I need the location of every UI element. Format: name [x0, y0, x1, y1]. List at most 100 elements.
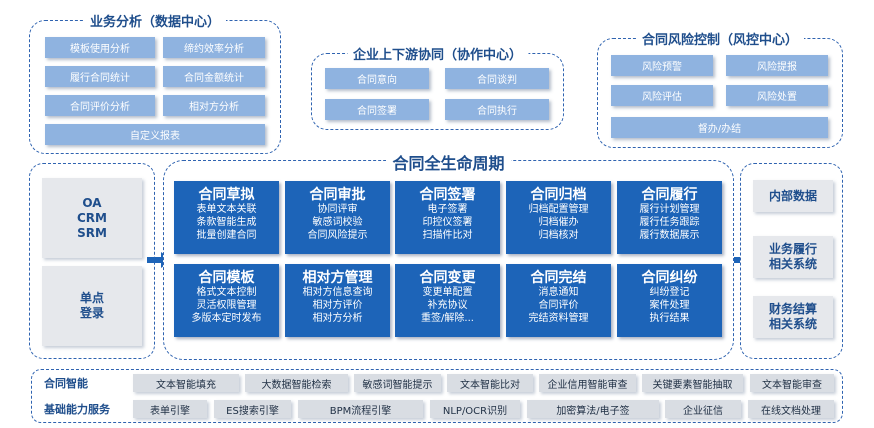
stage-title: 合同完结	[530, 270, 587, 286]
left-systems-panel: OA CRM SRM 单点 登录	[29, 163, 155, 359]
stage-title: 合同履行	[641, 187, 698, 203]
sso-line-1: 单点	[79, 291, 104, 305]
fulfill-systems-box[interactable]: 业务履行 相关系统	[753, 236, 833, 278]
stage-feature: 电子签署	[427, 204, 468, 215]
stage-9[interactable]: 合同纠纷纠纷登记案件处理执行结果	[617, 264, 722, 337]
stage-title: 合同纠纷	[641, 270, 698, 286]
foundation-item[interactable]: 加密算法/电子签	[527, 400, 659, 418]
system-crm: CRM	[77, 210, 107, 225]
stage-feature: 归档配置管理	[528, 204, 589, 215]
stage-feature: 归档核对	[538, 230, 579, 241]
foundation-item[interactable]: BPM流程引擎	[298, 400, 423, 418]
stage-title: 合同变更	[419, 270, 476, 286]
stage-feature: 表单文本关联	[196, 204, 257, 215]
lifecycle-title: 合同全生命周期	[386, 154, 511, 173]
stage-2[interactable]: 合同签署电子签署印控仪签署扫描件比对	[395, 181, 500, 254]
intelligence-item[interactable]: 关键要素智能抽取	[642, 374, 743, 392]
internal-data-box[interactable]: 内部数据	[753, 180, 833, 212]
foundation-item[interactable]: 表单引擎	[133, 400, 207, 418]
stage-feature: 变更单配置	[422, 287, 473, 298]
stage-title: 合同模板	[198, 270, 255, 286]
stage-title: 相对方管理	[302, 270, 373, 286]
stage-1[interactable]: 合同审批协同评审敏感词校验合同风险提示	[285, 181, 390, 254]
analysis-custom-report[interactable]: 自定义报表	[45, 124, 265, 145]
stage-5[interactable]: 合同模板格式文本控制灵活权限管理多版本定时发布	[174, 264, 279, 337]
fulfill-line-1: 业务履行	[768, 242, 817, 256]
stage-feature: 履行数据展示	[639, 230, 700, 241]
intelligence-item[interactable]: 大数据智能检索	[245, 374, 348, 392]
external-systems-box[interactable]: OA CRM SRM	[42, 178, 142, 258]
system-oa: OA	[82, 195, 102, 210]
risk-supervise[interactable]: 督办/办结	[611, 117, 828, 138]
foundation-item[interactable]: 在线文档处理	[748, 400, 834, 418]
foundation-label: 基础能力服务	[44, 403, 110, 416]
collab-title: 企业上下游协同（协作中心）	[346, 44, 529, 63]
stage-feature: 执行结果	[649, 313, 690, 324]
sso-line-2: 登录	[79, 306, 104, 320]
stage-feature: 条款智能生成	[196, 217, 257, 228]
intelligence-item[interactable]: 敏感词智能提示	[354, 374, 441, 392]
stage-3[interactable]: 合同归档归档配置管理归档催办归档核对	[506, 181, 611, 254]
risk-panel: 合同风险控制（风控中心） 风险预警 风险评估 风险提报 风险处置 督办/办结	[597, 29, 843, 148]
collab-item-execute[interactable]: 合同执行	[445, 99, 549, 120]
risk-item-warning[interactable]: 风险预警	[611, 55, 713, 76]
collab-item-sign[interactable]: 合同签署	[325, 99, 429, 120]
stage-8[interactable]: 合同完结消息通知合同评价完结资料管理	[506, 264, 611, 337]
collab-item-intent[interactable]: 合同意向	[325, 68, 429, 89]
stage-feature: 协同评审	[317, 204, 358, 215]
finance-systems-box[interactable]: 财务结算 相关系统	[753, 296, 833, 338]
stage-feature: 归档催办	[538, 217, 579, 228]
finance-line-1: 财务结算	[768, 302, 817, 316]
analysis-item-fulfilled-stats[interactable]: 履行合同统计	[45, 66, 155, 87]
stage-feature: 相对方评价	[312, 300, 363, 311]
risk-item-handle[interactable]: 风险处置	[726, 85, 828, 106]
analysis-item-template-usage[interactable]: 模板使用分析	[45, 37, 155, 58]
fulfill-line-2: 相关系统	[768, 257, 817, 271]
foundation-item[interactable]: NLP/OCR识别	[430, 400, 520, 418]
stage-6[interactable]: 相对方管理相对方信息查询相对方评价相对方分析	[285, 264, 390, 337]
stage-feature: 重签/解除...	[421, 313, 474, 324]
stage-title: 合同归档	[530, 187, 587, 203]
analysis-item-counterparty[interactable]: 相对方分析	[163, 95, 265, 116]
risk-title: 合同风险控制（风控中心）	[635, 29, 805, 48]
intelligence-item[interactable]: 文本智能比对	[447, 374, 533, 392]
stage-title: 合同审批	[309, 187, 366, 203]
stage-feature: 案件处理	[649, 300, 690, 311]
stage-4[interactable]: 合同履行履行计划管理履行任务跟踪履行数据展示	[617, 181, 722, 254]
stage-feature: 合同评价	[538, 300, 579, 311]
analysis-title: 业务分析（数据中心）	[83, 11, 227, 30]
stage-feature: 纠纷登记	[649, 287, 690, 298]
stage-feature: 扫描件比对	[422, 230, 473, 241]
system-srm: SRM	[77, 225, 107, 240]
stage-feature: 消息通知	[538, 287, 579, 298]
intelligence-item[interactable]: 文本智能填充	[133, 374, 239, 392]
collab-panel: 企业上下游协同（协作中心） 合同意向 合同签署 合同谈判 合同执行	[311, 44, 564, 130]
analysis-item-efficiency[interactable]: 缔约效率分析	[163, 37, 265, 58]
analysis-item-evaluation[interactable]: 合同评价分析	[45, 95, 155, 116]
stage-feature: 履行任务跟踪	[639, 217, 700, 228]
stage-feature: 敏感词校验	[312, 217, 363, 228]
intelligence-item[interactable]: 文本智能审查	[750, 374, 834, 392]
risk-item-assessment[interactable]: 风险评估	[611, 85, 713, 106]
stage-feature: 完结资料管理	[528, 313, 589, 324]
capability-panel	[31, 369, 843, 423]
foundation-item[interactable]: ES搜索引擎	[214, 400, 291, 418]
risk-item-report[interactable]: 风险提报	[726, 55, 828, 76]
foundation-item[interactable]: 企业征信	[665, 400, 741, 418]
sso-box[interactable]: 单点 登录	[42, 266, 142, 346]
stage-0[interactable]: 合同草拟表单文本关联条款智能生成批量创建合同	[174, 181, 279, 254]
stage-title: 合同草拟	[198, 187, 255, 203]
stage-feature: 格式文本控制	[196, 287, 257, 298]
stage-feature: 合同风险提示	[307, 230, 368, 241]
stage-feature: 灵活权限管理	[196, 300, 257, 311]
analysis-item-amount-stats[interactable]: 合同金额统计	[163, 66, 265, 87]
collab-item-negotiate[interactable]: 合同谈判	[445, 68, 549, 89]
intelligence-item[interactable]: 企业信用智能审查	[539, 374, 636, 392]
right-systems-panel: 内部数据 业务履行 相关系统 财务结算 相关系统	[740, 163, 843, 359]
stage-feature: 批量创建合同	[196, 230, 257, 241]
stage-feature: 履行计划管理	[639, 204, 700, 215]
stage-title: 合同签署	[419, 187, 476, 203]
stage-feature: 多版本定时发布	[191, 313, 262, 324]
stage-7[interactable]: 合同变更变更单配置补充协议重签/解除...	[395, 264, 500, 337]
stage-feature: 补充协议	[427, 300, 468, 311]
